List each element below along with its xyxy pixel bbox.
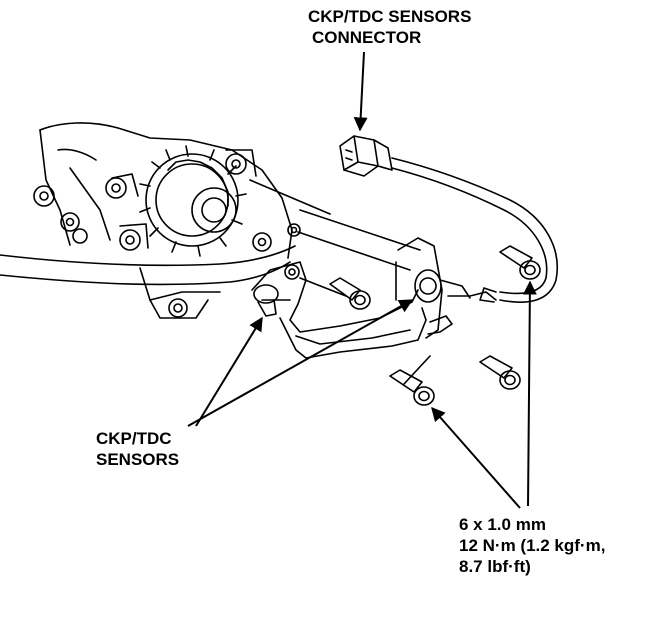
sensor-wire-harness [391,157,558,303]
bolt-size-text: 6 x 1.0 mm [459,515,546,534]
sensors-label: CKP/TDC SENSORS [96,428,179,470]
bolt-callout-arrow-upper [522,280,537,507]
sensors-label-line2: SENSORS [96,450,180,469]
bolt-torque-lbf-text: 8.7 lbf·ft) [459,557,531,576]
ckp-tdc-sensor-left [253,284,279,317]
ckp-tdc-sensors-connector [339,135,393,177]
connector-label-line2: CONNECTOR [312,28,422,47]
bolt-torque-text: 12 N·m (1.2 kgf·m, [459,536,606,555]
bolt-lower-center [389,369,435,406]
sensor-bracket [251,237,443,359]
bolt-upper-right [499,245,541,280]
connector-label-line1: CKP/TDC SENSORS [308,7,472,26]
connector-label: CKP/TDC SENSORS CONNECTOR [308,6,471,48]
engine-block [0,122,421,319]
bolt-torque-label: 6 x 1.0 mm 12 N·m (1.2 kgf·m, 8.7 lbf·ft… [459,514,605,577]
sensors-callout-arrow-left [195,316,263,427]
sensors-callout-arrow-right [187,299,414,427]
connector-callout-arrow [353,51,368,132]
bolt-callout-arrow-lower [431,406,521,509]
timing-belt-pulley [139,145,247,257]
ckp-tdc-sensor-right [414,269,497,335]
sensors-label-line1: CKP/TDC [96,429,172,448]
bolt-center [329,277,371,310]
alignment-lines [249,179,431,385]
bolt-lower-right [479,355,521,390]
